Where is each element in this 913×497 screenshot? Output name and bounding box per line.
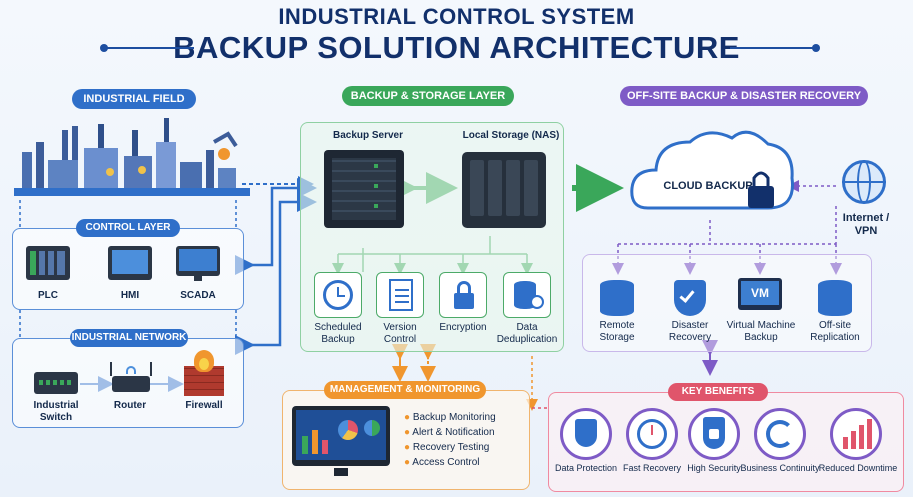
- offsite-remote-l1: Remote: [599, 320, 635, 331]
- document-icon: [389, 279, 413, 311]
- section-control-layer: CONTROL LAYER: [76, 219, 180, 237]
- vm-icon: VM: [738, 278, 782, 310]
- fast-recovery-icon: [626, 408, 678, 460]
- globe-icon: [842, 160, 886, 204]
- section-mgmt: MANAGEMENT & MONITORING: [324, 381, 486, 399]
- title-rule-left: [104, 47, 194, 49]
- reduced-downtime-icon: [830, 408, 882, 460]
- clock-icon: [323, 280, 353, 310]
- offsite-vm-l1: Virtual Machine: [726, 320, 796, 331]
- feature-dedup-l2: Deduplication: [496, 334, 558, 345]
- offsite-dr-l2: Recovery: [668, 332, 712, 343]
- internet-label-l2: VPN: [854, 225, 878, 237]
- high-security-icon: [688, 408, 740, 460]
- feature-version-card: [376, 272, 424, 318]
- monitor-icon: [292, 406, 390, 476]
- data-protection-icon: [560, 408, 612, 460]
- switch-icon: [34, 372, 78, 394]
- mgmt-item-3: ● Recovery Testing: [404, 442, 490, 453]
- feature-scheduled-l1: Scheduled: [314, 322, 362, 333]
- replication-icon: [818, 280, 852, 316]
- feature-encryption: Encryption: [439, 322, 487, 333]
- offsite-vm-l2: Backup: [744, 332, 778, 343]
- section-industrial-field: INDUSTRIAL FIELD: [72, 89, 196, 109]
- section-offsite: OFF-SITE BACKUP & DISASTER RECOVERY: [620, 86, 868, 106]
- offsite-repl-l1: Off-site: [818, 320, 852, 331]
- title-dot-left: [100, 44, 108, 52]
- lock-icon: [454, 293, 474, 309]
- router-icon: [110, 362, 152, 392]
- title-line-1: INDUSTRIAL CONTROL SYSTEM: [278, 4, 635, 29]
- benefit-high-security: High Security: [687, 463, 741, 473]
- firewall-icon: [184, 350, 224, 396]
- cloud-icon: [630, 130, 794, 210]
- section-benefits: KEY BENEFITS: [668, 383, 768, 401]
- scada-icon: [176, 246, 220, 281]
- title-line-2: BACKUP SOLUTION ARCHITECTURE: [173, 30, 740, 65]
- vm-text: VM: [741, 281, 779, 305]
- network-item-switch-line1: Industrial: [33, 400, 79, 411]
- feature-encryption-card: [439, 272, 487, 318]
- nas-icon: [462, 152, 546, 228]
- benefit-reduced-downtime: Reduced Downtime: [818, 463, 898, 473]
- offsite-remote-l2: Storage: [599, 332, 635, 343]
- cloud-backup-label: CLOUD BACKUP: [663, 180, 753, 192]
- mgmt-item-4: ● Access Control: [404, 457, 480, 468]
- business-continuity-icon: [754, 408, 806, 460]
- factory-illustration: [14, 118, 250, 196]
- network-item-firewall: Firewall: [185, 400, 223, 411]
- feature-scheduled-l2: Backup: [321, 334, 355, 345]
- backup-server-label: Backup Server: [332, 130, 404, 141]
- title-dot-right: [812, 44, 820, 52]
- benefit-business-continuity: Business Continuity: [740, 463, 820, 473]
- remote-storage-icon: [600, 280, 634, 316]
- mgmt-item-1: ● Backup Monitoring: [404, 412, 496, 423]
- mgmt-item-2: ● Alert & Notification: [404, 427, 495, 438]
- title-rule-right: [730, 47, 814, 49]
- section-backup-storage: BACKUP & STORAGE LAYER: [342, 86, 514, 106]
- network-item-router: Router: [113, 400, 147, 411]
- plc-icon: [26, 246, 70, 280]
- offsite-repl-l2: Replication: [810, 332, 860, 343]
- control-item-scada: SCADA: [180, 290, 216, 301]
- feature-version-l2: Control: [383, 334, 417, 345]
- nas-label: Local Storage (NAS): [462, 130, 560, 141]
- feature-dedup-card: [503, 272, 551, 318]
- offsite-dr-l1: Disaster: [671, 320, 709, 331]
- feature-dedup-l1: Data: [516, 322, 538, 333]
- shield-check-icon: [674, 280, 706, 316]
- feature-version-l1: Version: [383, 322, 417, 333]
- control-item-hmi: HMI: [120, 290, 140, 301]
- benefit-fast-recovery: Fast Recovery: [622, 463, 682, 473]
- backup-server-icon: [324, 150, 404, 228]
- control-item-plc: PLC: [38, 290, 58, 301]
- internet-label-l1: Internet /: [842, 212, 890, 224]
- benefit-data-protection: Data Protection: [554, 463, 618, 473]
- network-item-switch-line2: Switch: [39, 412, 73, 423]
- feature-scheduled-card: [314, 272, 362, 318]
- mgmt-list: ● Backup Monitoring ● Alert & Notificati…: [404, 410, 524, 470]
- section-industrial-network: INDUSTRIAL NETWORK: [70, 329, 188, 347]
- hmi-icon: [108, 246, 152, 280]
